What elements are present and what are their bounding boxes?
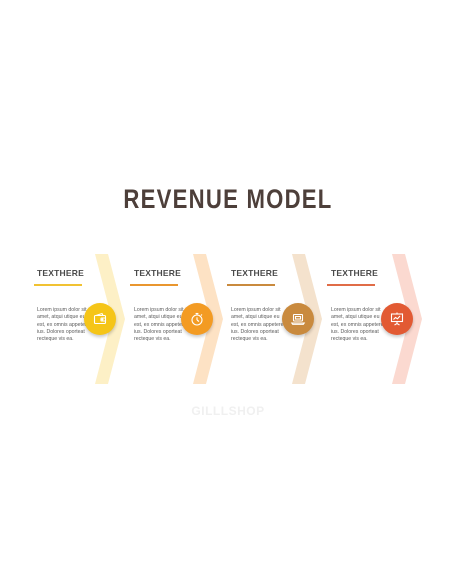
step-icon-circle — [181, 303, 213, 335]
step-description: Lorem ipsum dolor sit amet, atqui utique… — [231, 307, 284, 343]
heading-underline — [327, 284, 375, 286]
chevron-shape — [95, 254, 125, 384]
stopwatch-icon — [191, 312, 203, 326]
chevron-arrow — [292, 254, 322, 384]
watermark-text: GILLLSHOP — [191, 404, 265, 418]
step-description: Lorem ipsum dolor sit amet, atqui utique… — [134, 307, 187, 343]
presentation-board-icon — [390, 312, 404, 326]
wallet-icon — [93, 312, 107, 325]
step-icon-circle — [282, 303, 314, 335]
slide-title: REVENUE MODEL — [123, 184, 333, 214]
chevron-arrow — [193, 254, 223, 384]
chevron-arrow — [95, 254, 125, 384]
step-heading: TEXTHERE — [37, 268, 84, 278]
heading-underline — [34, 284, 82, 286]
heading-underline — [227, 284, 275, 286]
chevron-shape — [392, 254, 422, 384]
step-heading: TEXTHERE — [231, 268, 278, 278]
step-heading: TEXTHERE — [331, 268, 378, 278]
heading-underline — [130, 284, 178, 286]
step-icon-circle — [84, 303, 116, 335]
chevron-arrow — [392, 254, 422, 384]
chevron-shape — [193, 254, 223, 384]
step-description: Lorem ipsum dolor sit amet, atqui utique… — [37, 307, 90, 343]
step-icon-circle — [381, 303, 413, 335]
step-description: Lorem ipsum dolor sit amet, atqui utique… — [331, 307, 384, 343]
laptop-icon — [290, 313, 306, 325]
chevron-shape — [292, 254, 322, 384]
step-heading: TEXTHERE — [134, 268, 181, 278]
